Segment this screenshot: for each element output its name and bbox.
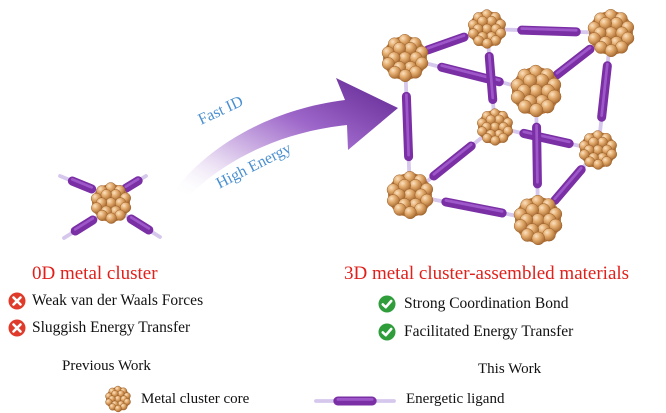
framework-cluster <box>386 170 434 220</box>
left-panel-caption: Previous Work <box>62 358 151 374</box>
green-check-icon <box>378 323 396 341</box>
red-cross-icon <box>8 319 26 337</box>
right-item-2: Facilitated Energy Transfer <box>404 323 574 340</box>
framework-cluster <box>587 8 635 58</box>
left-item-1: Weak van der Waals Forces <box>32 292 204 309</box>
framework-cluster <box>476 108 514 146</box>
framework-cluster <box>467 9 507 49</box>
right-item-1: Strong Coordination Bond <box>404 295 569 312</box>
energetic-ligand <box>118 210 162 239</box>
legend-cluster-label: Metal cluster core <box>141 391 250 407</box>
framework-cluster <box>510 64 562 118</box>
legend-graphics <box>105 385 396 413</box>
left-panel-title: 0D metal cluster <box>32 263 158 284</box>
framework-cluster <box>381 33 429 83</box>
zero-d-cluster-core <box>90 182 132 224</box>
red-cross-icon <box>8 292 26 310</box>
right-panel-caption: This Work <box>478 361 542 377</box>
right-panel-title: 3D metal cluster-assembled materials <box>344 263 630 284</box>
framework-links <box>401 25 613 222</box>
process-arrow <box>175 78 398 195</box>
legend-ligand-icon <box>314 396 396 406</box>
framework-cluster <box>578 130 618 170</box>
legend-cluster-icon <box>105 385 131 413</box>
green-check-icon <box>378 295 396 313</box>
legend-ligand-label: Energetic ligand <box>406 391 505 407</box>
left-item-2: Sluggish Energy Transfer <box>32 319 191 336</box>
framework-clusters <box>381 8 635 246</box>
framework-cluster <box>513 194 563 246</box>
zero-d-cluster-illustration <box>58 174 162 240</box>
